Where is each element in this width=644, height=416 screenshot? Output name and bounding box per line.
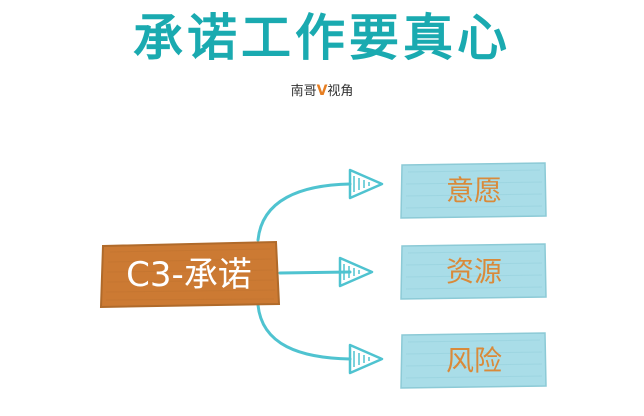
connector-curve-top: [256, 182, 352, 242]
byline-highlight: V: [316, 83, 328, 99]
target-node-label-2: 资源: [445, 255, 502, 288]
byline-suffix: 视角: [327, 84, 354, 99]
target-node-shape-3: [400, 332, 547, 389]
target-node-label-3: 风险: [445, 344, 502, 377]
arrowhead-bottom: [348, 343, 384, 375]
arrowhead-top: [348, 168, 384, 200]
page-title: 承诺工作要真心: [133, 9, 511, 67]
target-node-label-1: 意愿: [445, 174, 502, 207]
connector-line-middle: [278, 270, 352, 275]
byline-prefix: 南哥: [290, 84, 317, 99]
arrowhead-middle: [338, 256, 374, 288]
connector-curve-bottom: [256, 303, 352, 361]
target-node-shape-2: [400, 243, 547, 300]
source-node-shape: [99, 240, 281, 309]
source-node-label: C3-承诺: [126, 255, 252, 295]
byline: 南哥V视角: [0, 82, 644, 101]
target-node-shape-1: [400, 162, 547, 219]
